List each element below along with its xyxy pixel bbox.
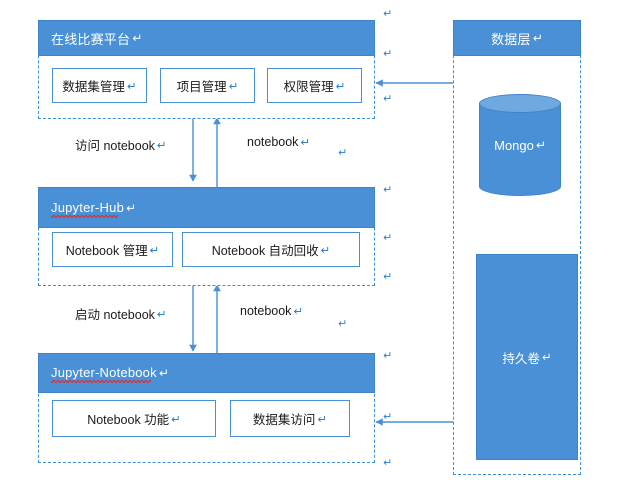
node-mongo-return: ↵ [535, 138, 546, 152]
cylinder-top-ellipse [479, 94, 561, 113]
paragraph-mark-10: ↵ [383, 457, 393, 469]
hub-header: Jupyter-Hub↵ [38, 187, 375, 228]
node-project-management-return: ↵ [228, 80, 239, 93]
data-layer-header-return: ↵ [532, 31, 543, 45]
platform-header-label: 在线比赛平台 [51, 31, 131, 47]
hub-header-return: ↵ [126, 200, 137, 215]
paragraph-mark-11: ↵ [338, 147, 348, 159]
node-mongo-cylinder[interactable]: Mongo↵ [479, 94, 561, 196]
notebook-header-label: Jupyter-Notebook [51, 365, 157, 383]
node-permission-management-return: ↵ [335, 80, 346, 93]
data-layer-header: 数据层↵ [453, 20, 581, 56]
node-permission-management[interactable]: 权限管理↵ [267, 68, 362, 103]
notebook-header-return: ↵ [158, 366, 170, 380]
edge-label-notebook-up-1-text: notebook [247, 135, 299, 149]
edge-label-notebook-up-2: notebook↵ [240, 304, 303, 318]
paragraph-mark-3: ↵ [383, 93, 393, 105]
edge-label-start-notebook-text: 启动 notebook [75, 308, 155, 322]
platform-header-return: ↵ [132, 31, 143, 45]
node-dataset-management[interactable]: 数据集管理↵ [52, 68, 147, 103]
notebook-header: Jupyter-Notebook↵ [38, 353, 375, 393]
edge-label-notebook-up-2-text: notebook [240, 304, 292, 318]
edge-label-start-notebook-return: ↵ [156, 308, 167, 321]
node-notebook-features-return: ↵ [171, 413, 181, 426]
node-dataset-access[interactable]: 数据集访问↵ [230, 400, 350, 437]
node-permission-management-label: 权限管理 [283, 80, 334, 94]
edge-label-visit-notebook-text: 访问 notebook [75, 139, 155, 153]
node-dataset-management-return: ↵ [126, 80, 137, 93]
platform-header: 在线比赛平台↵ [38, 20, 375, 56]
node-project-management[interactable]: 项目管理↵ [160, 68, 255, 103]
node-notebook-features-label: Notebook 功能 [87, 413, 170, 427]
paragraph-mark-9: ↵ [383, 411, 393, 423]
node-persistent-volume-label: 持久卷 [502, 351, 540, 366]
edge-label-start-notebook: 启动 notebook↵ [75, 304, 167, 323]
data-layer-header-label: 数据层 [491, 31, 531, 47]
edge-label-visit-notebook-return: ↵ [156, 139, 167, 152]
edge-label-notebook-up-2-return: ↵ [293, 306, 304, 318]
hub-header-label: Jupyter-Hub [51, 199, 125, 218]
node-dataset-access-return: ↵ [317, 413, 328, 426]
paragraph-mark-1: ↵ [383, 8, 393, 20]
edge-label-visit-notebook: 访问 notebook↵ [75, 135, 167, 154]
node-persistent-volume-return: ↵ [541, 352, 552, 364]
node-notebook-features[interactable]: Notebook 功能↵ [52, 400, 216, 437]
node-notebook-management[interactable]: Notebook 管理↵ [52, 232, 173, 267]
paragraph-mark-2: ↵ [383, 48, 393, 60]
node-persistent-volume[interactable]: 持久卷↵ [476, 254, 578, 460]
node-mongo-label-wrap: Mongo↵ [479, 94, 561, 196]
edge-label-notebook-up-1: notebook↵ [247, 135, 310, 149]
paragraph-mark-6: ↵ [383, 271, 393, 283]
node-notebook-auto-recycle-label: Notebook 自动回收 [211, 244, 319, 258]
node-mongo-label: Mongo [494, 137, 534, 153]
node-dataset-access-label: 数据集访问 [252, 413, 316, 427]
node-notebook-management-label: Notebook 管理 [65, 244, 148, 258]
paragraph-mark-5: ↵ [383, 232, 393, 244]
node-dataset-management-label: 数据集管理 [62, 80, 125, 94]
paragraph-mark-8: ↵ [383, 350, 393, 362]
node-project-management-label: 项目管理 [176, 80, 227, 94]
cylinder-body [479, 103, 561, 187]
node-notebook-auto-recycle[interactable]: Notebook 自动回收↵ [182, 232, 360, 267]
node-notebook-auto-recycle-return: ↵ [320, 244, 331, 257]
paragraph-mark-7: ↵ [338, 318, 348, 330]
node-notebook-management-return: ↵ [149, 244, 160, 257]
paragraph-mark-4: ↵ [383, 184, 393, 196]
edge-label-notebook-up-1-return: ↵ [300, 137, 311, 149]
